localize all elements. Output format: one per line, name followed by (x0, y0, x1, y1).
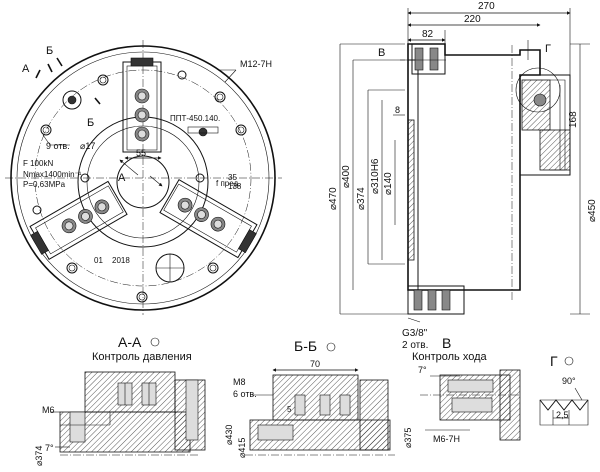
bb-thread-m8: M8 (233, 377, 246, 387)
aa-dia-374: ⌀374 (34, 446, 44, 466)
dim-470: ⌀470 (328, 187, 339, 210)
spec-rpm: Nmax1400min⁻¹ (23, 170, 82, 179)
spec-force: F 100kN (23, 159, 53, 168)
g-angle: 90° (562, 376, 576, 386)
dim-374: ⌀374 (356, 187, 367, 210)
section-bb: Б-Б 70 M8 6 отв. 5 ⌀430 ⌀415 (224, 338, 395, 458)
g-pitch: 2,5 (556, 410, 569, 420)
dim-82: 82 (422, 29, 434, 40)
left-jaw (29, 180, 128, 261)
pressure-port (62, 90, 82, 110)
front-plate-section (407, 119, 415, 261)
label-v: В (378, 47, 385, 59)
front-view: А Б Б А M12-7H 9 отв. ⌀17 55 ППТ-450.140… (5, 40, 282, 315)
right-jaw (159, 178, 258, 259)
bolt-holes (32, 70, 247, 303)
thread-callout: M12-7H (240, 59, 272, 69)
holes-diameter: ⌀17 (80, 141, 95, 151)
section-aa-title: А-А (118, 334, 142, 350)
cylinder (519, 74, 571, 176)
thread-holes: 2 отв. (402, 340, 428, 351)
thread-g38: G3/8" (402, 328, 428, 339)
dim-220: 220 (464, 14, 481, 25)
section-marks (35, 57, 163, 187)
bb-dim-70: 70 (310, 359, 320, 369)
serial-year: 2018 (112, 256, 130, 265)
aa-jaw-section (84, 371, 176, 413)
stroke-value2: 138 (228, 182, 242, 191)
v-angle: 7° (418, 365, 427, 375)
model-number: ППТ-450.140. (170, 114, 220, 123)
v-dia-375: ⌀375 (403, 428, 413, 448)
spec-pressure: P=0,63MPa (23, 180, 66, 189)
bb-holes: 6 отв. (233, 389, 257, 399)
serial-code: 01 (94, 256, 103, 265)
bb-dim-5: 5 (287, 405, 292, 414)
holes-callout: 9 отв. (46, 141, 70, 151)
dim-140: ⌀140 (383, 172, 394, 195)
dim-310: ⌀310H6 (370, 158, 381, 194)
side-view: 270 220 82 8 В Г G3/8" 2 отв. ⌀470 ⌀400 … (328, 1, 598, 351)
dim-400: ⌀400 (341, 165, 352, 188)
dim-8: 8 (395, 105, 400, 115)
section-aa-subtitle: Контроль давления (92, 351, 192, 363)
lube-fitting (198, 127, 208, 137)
label-b-cut: Б (46, 45, 53, 57)
detail-v: В Контроль хода 7° M6-7H ⌀375 (403, 335, 521, 448)
label-g: Г (545, 43, 551, 55)
bb-dia-430: ⌀430 (224, 425, 234, 445)
section-aa: А-А Контроль давления M6 7° ⌀374 (34, 334, 206, 466)
aa-thread-m6: M6 (42, 405, 55, 415)
dim-168: 168 (568, 111, 579, 128)
rpm-label: f пред. (216, 179, 240, 188)
detail-v-subtitle: Контроль хода (412, 351, 488, 363)
detail-g-title: Г (550, 353, 558, 369)
detail-g: Г 90° 2,5 (539, 353, 589, 426)
v-thread: M6-7H (433, 434, 460, 444)
detail-g-circle (515, 67, 561, 113)
aa-angle: 7° (45, 443, 54, 453)
top-jaw (122, 57, 162, 153)
stroke-value1: 35 (228, 173, 237, 182)
dim-450: ⌀450 (587, 199, 598, 222)
label-a-arrow: А (118, 172, 126, 184)
detail-v-title: В (442, 335, 451, 351)
section-bb-title: Б-Б (294, 338, 317, 354)
bore-circle (116, 155, 170, 209)
serration-profile (539, 399, 589, 411)
dim-270: 270 (478, 1, 495, 12)
label-a-cut: А (22, 63, 30, 75)
label-b-cut2: Б (87, 117, 94, 129)
jaw-gap-dim: 55 (136, 148, 146, 158)
bb-dia-415: ⌀415 (237, 438, 247, 458)
